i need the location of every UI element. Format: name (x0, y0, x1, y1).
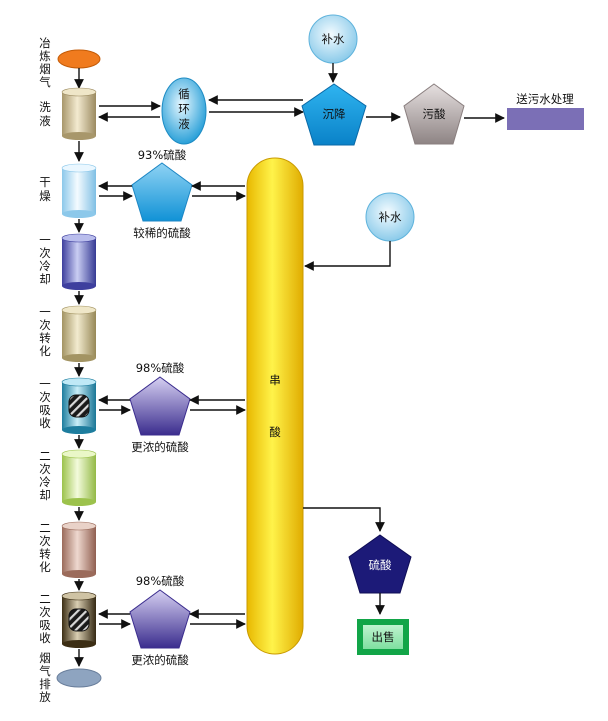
svg-text:气: 气 (39, 75, 51, 89)
settling-label: 沉降 (323, 107, 346, 121)
smelter-gas-label: 冶 炼 烟 气 (39, 36, 51, 89)
second-absorption-column (61, 591, 97, 648)
dilute-acid-label: 较稀的硫酸 (133, 226, 191, 240)
smelter-gas-feed-ellipse (57, 49, 101, 69)
svg-text:环: 环 (178, 102, 190, 116)
waste-acid-pentagon (403, 83, 465, 145)
sale-label: 出售 (372, 630, 395, 644)
svg-text:冶: 冶 (39, 36, 51, 50)
svg-text:次: 次 (39, 605, 51, 619)
makeup-water-label-1: 补水 (322, 32, 345, 46)
exhaust-ellipse (56, 668, 102, 688)
acid-98-label-1: 98%硫酸 (136, 361, 185, 375)
first-conversion-column (61, 305, 97, 362)
concentrated-acid-label-1: 更浓的硫酸 (131, 440, 189, 454)
washing-label: 洗 液 (39, 100, 51, 128)
svg-text:化: 化 (39, 560, 51, 574)
second-conversion-label: 二 次 转 化 (39, 521, 51, 574)
svg-text:液: 液 (39, 114, 51, 128)
concentrated-acid-label-2: 更浓的硫酸 (131, 653, 189, 667)
packing-icon (68, 394, 90, 418)
dilute-acid-pentagon (131, 162, 193, 222)
svg-text:冷: 冷 (39, 259, 51, 273)
svg-text:收: 收 (39, 631, 51, 645)
svg-text:排: 排 (39, 677, 51, 691)
first-absorption-label: 一 次 吸 收 (39, 377, 51, 430)
svg-text:放: 放 (39, 690, 51, 704)
svg-text:一: 一 (39, 305, 51, 319)
wastewater-label: 送污水处理 (516, 92, 574, 106)
concentrated-acid-pentagon-2 (129, 589, 191, 649)
svg-text:循: 循 (178, 87, 190, 101)
washing-column (61, 87, 97, 140)
svg-text:二: 二 (39, 592, 51, 606)
svg-text:燥: 燥 (39, 189, 51, 203)
circulation-liquid-label: 循 环 液 (178, 87, 190, 131)
svg-text:收: 收 (39, 416, 51, 430)
svg-text:炼: 炼 (39, 49, 51, 63)
svg-text:气: 气 (39, 664, 51, 678)
first-cooling-column (61, 233, 97, 290)
svg-text:酸: 酸 (269, 425, 281, 439)
sulfuric-acid-label: 硫酸 (369, 558, 392, 572)
svg-text:液: 液 (178, 117, 190, 131)
svg-text:烟: 烟 (39, 651, 51, 665)
svg-text:二: 二 (39, 521, 51, 535)
serial-acid-tank (246, 157, 304, 655)
circulation-liquid-node (161, 77, 207, 145)
svg-text:次: 次 (39, 390, 51, 404)
svg-text:吸: 吸 (39, 403, 51, 417)
exhaust-label: 烟 气 排 放 (39, 651, 51, 704)
svg-text:转: 转 (39, 331, 51, 345)
settling-pentagon (301, 83, 367, 146)
wastewater-box (507, 108, 584, 130)
svg-text:次: 次 (39, 534, 51, 548)
packing-icon (68, 608, 90, 632)
svg-text:干: 干 (39, 175, 51, 189)
concentrated-acid-pentagon-1 (129, 376, 191, 436)
svg-text:一: 一 (39, 377, 51, 391)
first-cooling-label: 一 次 冷 却 (39, 233, 51, 286)
svg-text:一: 一 (39, 233, 51, 247)
svg-text:洗: 洗 (39, 100, 51, 114)
svg-text:却: 却 (39, 488, 51, 502)
makeup-water-label-2: 补水 (379, 210, 402, 224)
svg-text:吸: 吸 (39, 618, 51, 632)
acid-93-label: 93%硫酸 (138, 148, 187, 162)
acid-98-label-2: 98%硫酸 (136, 574, 185, 588)
svg-text:次: 次 (39, 462, 51, 476)
first-conversion-label: 一 次 转 化 (39, 305, 51, 358)
svg-text:二: 二 (39, 449, 51, 463)
svg-text:化: 化 (39, 344, 51, 358)
svg-text:冷: 冷 (39, 475, 51, 489)
svg-text:转: 转 (39, 547, 51, 561)
first-absorption-column (61, 377, 97, 434)
waste-acid-label: 污酸 (423, 107, 446, 121)
svg-text:次: 次 (39, 318, 51, 332)
svg-text:烟: 烟 (39, 62, 51, 76)
second-absorption-label: 二 次 吸 收 (39, 592, 51, 645)
second-cooling-column (61, 449, 97, 506)
drying-label: 干 燥 (39, 175, 51, 203)
svg-text:串: 串 (269, 373, 281, 387)
svg-text:却: 却 (39, 272, 51, 286)
drying-column (61, 163, 97, 218)
second-conversion-column (61, 521, 97, 578)
svg-text:次: 次 (39, 246, 51, 260)
serial-acid-label: 串 酸 (269, 373, 281, 439)
second-cooling-label: 二 次 冷 却 (39, 449, 51, 502)
